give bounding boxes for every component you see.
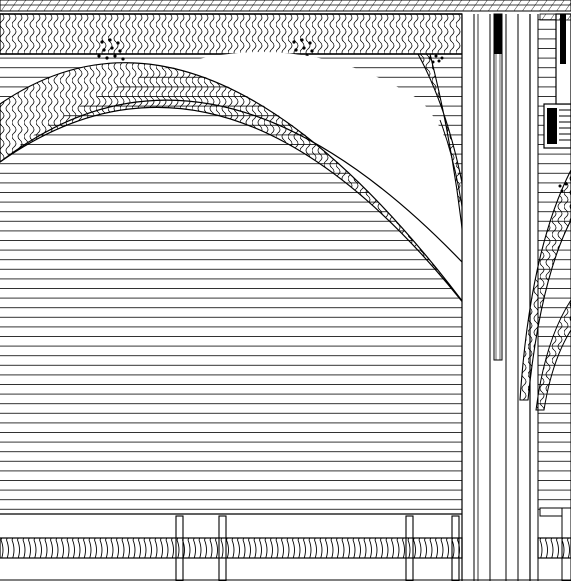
top-ledger — [0, 0, 571, 12]
post-group — [461, 13, 539, 581]
arch-right — [519, 14, 571, 581]
top-beam — [0, 13, 463, 55]
equipment-box — [543, 13, 571, 149]
beam-end-cap — [539, 13, 571, 21]
bolt-cluster-left — [97, 38, 125, 61]
rope-rail — [0, 537, 571, 559]
